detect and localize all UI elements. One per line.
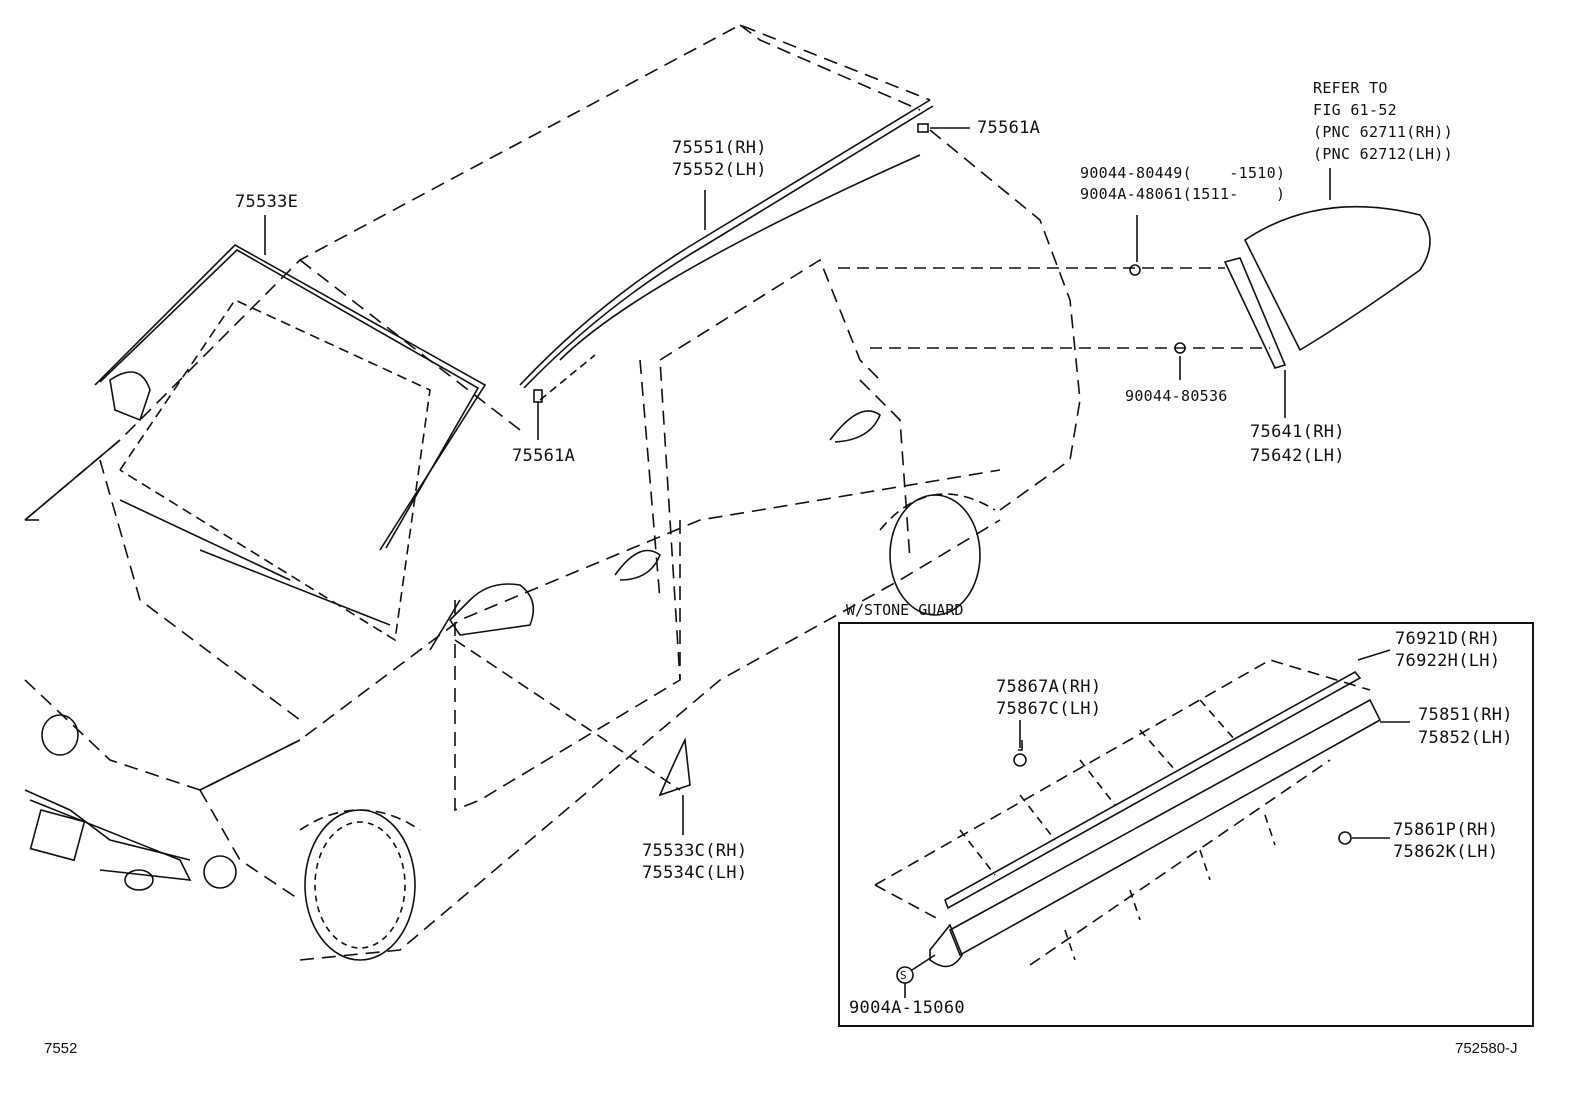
- part-label-75552: 75552(LH): [672, 160, 767, 180]
- refer-line-4: (PNC 62712(LH)): [1313, 145, 1453, 163]
- stone-guard-parts: [874, 649, 1410, 998]
- leader-lines: [264, 190, 706, 255]
- stone-guard-title: W/STONE GUARD: [846, 601, 964, 619]
- clip-icons: [533, 123, 970, 440]
- part-label-75867A: 75867A(RH): [996, 677, 1102, 697]
- part-label-75551: 75551(RH): [672, 138, 767, 158]
- mirror-garnish: [454, 639, 691, 835]
- refer-line-2: FIG 61-52: [1313, 101, 1397, 119]
- s-symbol: S: [900, 969, 907, 982]
- part-label-9004A-48061: 9004A-48061(1511- ): [1080, 185, 1286, 203]
- part-label-75641: 75641(RH): [1250, 422, 1345, 442]
- windshield-moulding: [94, 244, 487, 642]
- vehicle-outline: [24, 24, 1081, 961]
- roof-moulding: [519, 99, 934, 401]
- part-label-90044-80449: 90044-80449( -1510): [1080, 164, 1286, 182]
- part-label-75533C: 75533C(RH): [642, 841, 748, 861]
- part-label-75533E: 75533E: [235, 192, 299, 212]
- part-label-75561A-top: 75561A: [977, 118, 1041, 138]
- part-label-75862K: 75862K(LH): [1393, 842, 1499, 862]
- footer-left-code: 7552: [44, 1040, 78, 1057]
- refer-line-1: REFER TO: [1313, 79, 1388, 97]
- stone-guard-box: [838, 622, 1534, 1027]
- part-label-75867C: 75867C(LH): [996, 699, 1102, 719]
- part-label-76921D: 76921D(RH): [1395, 629, 1501, 649]
- part-label-9004A-15060: 9004A-15060: [849, 998, 965, 1018]
- part-label-75642: 75642(LH): [1250, 446, 1345, 466]
- footer-right-code: 752580-J: [1455, 1040, 1518, 1057]
- part-label-75561A-mid: 75561A: [512, 446, 576, 466]
- quarter-window: [838, 168, 1431, 418]
- part-label-90044-80536: 90044-80536: [1125, 387, 1228, 405]
- part-label-75534C: 75534C(LH): [642, 863, 748, 883]
- part-label-76922H: 76922H(LH): [1395, 651, 1501, 671]
- vehicle-solid: [24, 410, 996, 961]
- refer-line-3: (PNC 62711(RH)): [1313, 123, 1453, 141]
- part-label-75852: 75852(LH): [1418, 728, 1513, 748]
- part-label-75851: 75851(RH): [1418, 705, 1513, 725]
- part-label-75861P: 75861P(RH): [1393, 820, 1499, 840]
